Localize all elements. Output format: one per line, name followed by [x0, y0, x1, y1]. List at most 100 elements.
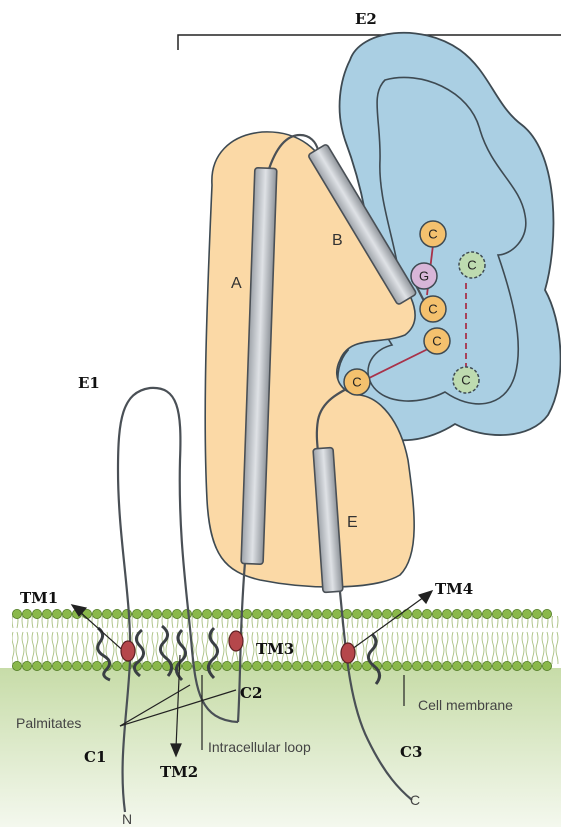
lipid-head	[62, 609, 71, 618]
label-helix-a: A	[231, 275, 242, 292]
svg-text:C: C	[352, 375, 361, 390]
lipid-head	[422, 661, 431, 670]
lipid-head	[252, 609, 261, 618]
lipid-head	[342, 609, 351, 618]
lipid-head	[302, 661, 311, 670]
lipid-head	[402, 609, 411, 618]
lipid-head	[112, 661, 121, 670]
lipid-head	[152, 661, 161, 670]
label-tm4: TM4	[435, 580, 473, 598]
lipid-head	[542, 609, 551, 618]
lipid-head	[532, 609, 541, 618]
lipid-head	[372, 609, 381, 618]
label-cell-membrane: Cell membrane	[418, 697, 513, 713]
lipid-head	[212, 661, 221, 670]
lipid-head	[12, 609, 21, 618]
lipid-head	[272, 609, 281, 618]
lipid-head	[492, 661, 501, 670]
lipid-head	[502, 609, 511, 618]
residue-cys-3: C	[424, 328, 450, 354]
lipid-head	[482, 609, 491, 618]
lipid-head	[412, 661, 421, 670]
lipid-head	[82, 661, 91, 670]
lipid-head	[432, 661, 441, 670]
lipid-head	[162, 609, 171, 618]
lipid-head	[292, 661, 301, 670]
label-tm3: TM3	[256, 640, 294, 658]
lipid-head	[72, 661, 81, 670]
label-tm2: TM2	[160, 763, 198, 781]
lipid-head	[382, 661, 391, 670]
label-c-terminus: C	[410, 792, 420, 808]
lipid-head	[432, 609, 441, 618]
lipid-head	[212, 609, 221, 618]
svg-text:G: G	[419, 269, 429, 284]
lipid-head	[222, 661, 231, 670]
lipid-head	[262, 609, 271, 618]
lipid-head	[112, 609, 121, 618]
lipid-head	[262, 661, 271, 670]
lipid-head	[292, 609, 301, 618]
lipid-head	[272, 661, 281, 670]
lipid-head	[472, 661, 481, 670]
lipid-head	[42, 609, 51, 618]
lipid-head	[332, 661, 341, 670]
lipid-head	[32, 661, 41, 670]
label-e1: E1	[78, 374, 100, 392]
residue-cys-1: C	[420, 221, 446, 247]
lipid-head	[522, 661, 531, 670]
lipid-head	[242, 609, 251, 618]
lipid-head	[442, 661, 451, 670]
lipid-head	[92, 609, 101, 618]
lipid-head	[512, 661, 521, 670]
lipid-head	[312, 609, 321, 618]
residue-cys-4: C	[344, 369, 370, 395]
lipid-head	[492, 609, 501, 618]
lipid-head	[392, 661, 401, 670]
label-n-terminus: N	[122, 811, 132, 827]
lipid-head	[192, 609, 201, 618]
lipid-head	[32, 609, 41, 618]
lipid-head	[172, 609, 181, 618]
lipid-head	[542, 661, 551, 670]
lipid-head	[242, 661, 251, 670]
lipid-head	[382, 609, 391, 618]
lipid-head	[322, 661, 331, 670]
lipid-head	[472, 609, 481, 618]
lipid-head	[452, 661, 461, 670]
lipid-head	[422, 609, 431, 618]
lipid-head	[182, 661, 191, 670]
lipid-head	[42, 661, 51, 670]
lipid-head	[332, 609, 341, 618]
svg-text:C: C	[432, 334, 441, 349]
lipid-head	[482, 661, 491, 670]
lipid-head	[62, 661, 71, 670]
lipid-head	[442, 609, 451, 618]
label-intracellular-loop: Intracellular loop	[208, 739, 311, 755]
residue-glycine: G	[411, 263, 437, 289]
lipid-head	[412, 609, 421, 618]
lipid-head	[222, 609, 231, 618]
label-helix-e: E	[347, 514, 358, 531]
lipid-head	[252, 661, 261, 670]
lipid-head	[452, 609, 461, 618]
residue-cys-2: C	[420, 296, 446, 322]
residue-cys-6-dashed: C	[453, 367, 479, 393]
label-palmitates: Palmitates	[16, 715, 81, 731]
lipid-head	[202, 609, 211, 618]
svg-text:C: C	[428, 227, 437, 242]
lipid-head	[92, 661, 101, 670]
residue-cys-5-dashed: C	[459, 252, 485, 278]
lipid-head	[462, 661, 471, 670]
lipid-head	[142, 661, 151, 670]
svg-text:C: C	[428, 302, 437, 317]
lipid-head	[462, 609, 471, 618]
lipid-head	[362, 609, 371, 618]
lipid-head	[52, 609, 61, 618]
lipid-head	[522, 609, 531, 618]
svg-text:C: C	[461, 373, 470, 388]
lipid-head	[352, 609, 361, 618]
label-c1: C1	[84, 748, 106, 766]
lipid-head	[352, 661, 361, 670]
